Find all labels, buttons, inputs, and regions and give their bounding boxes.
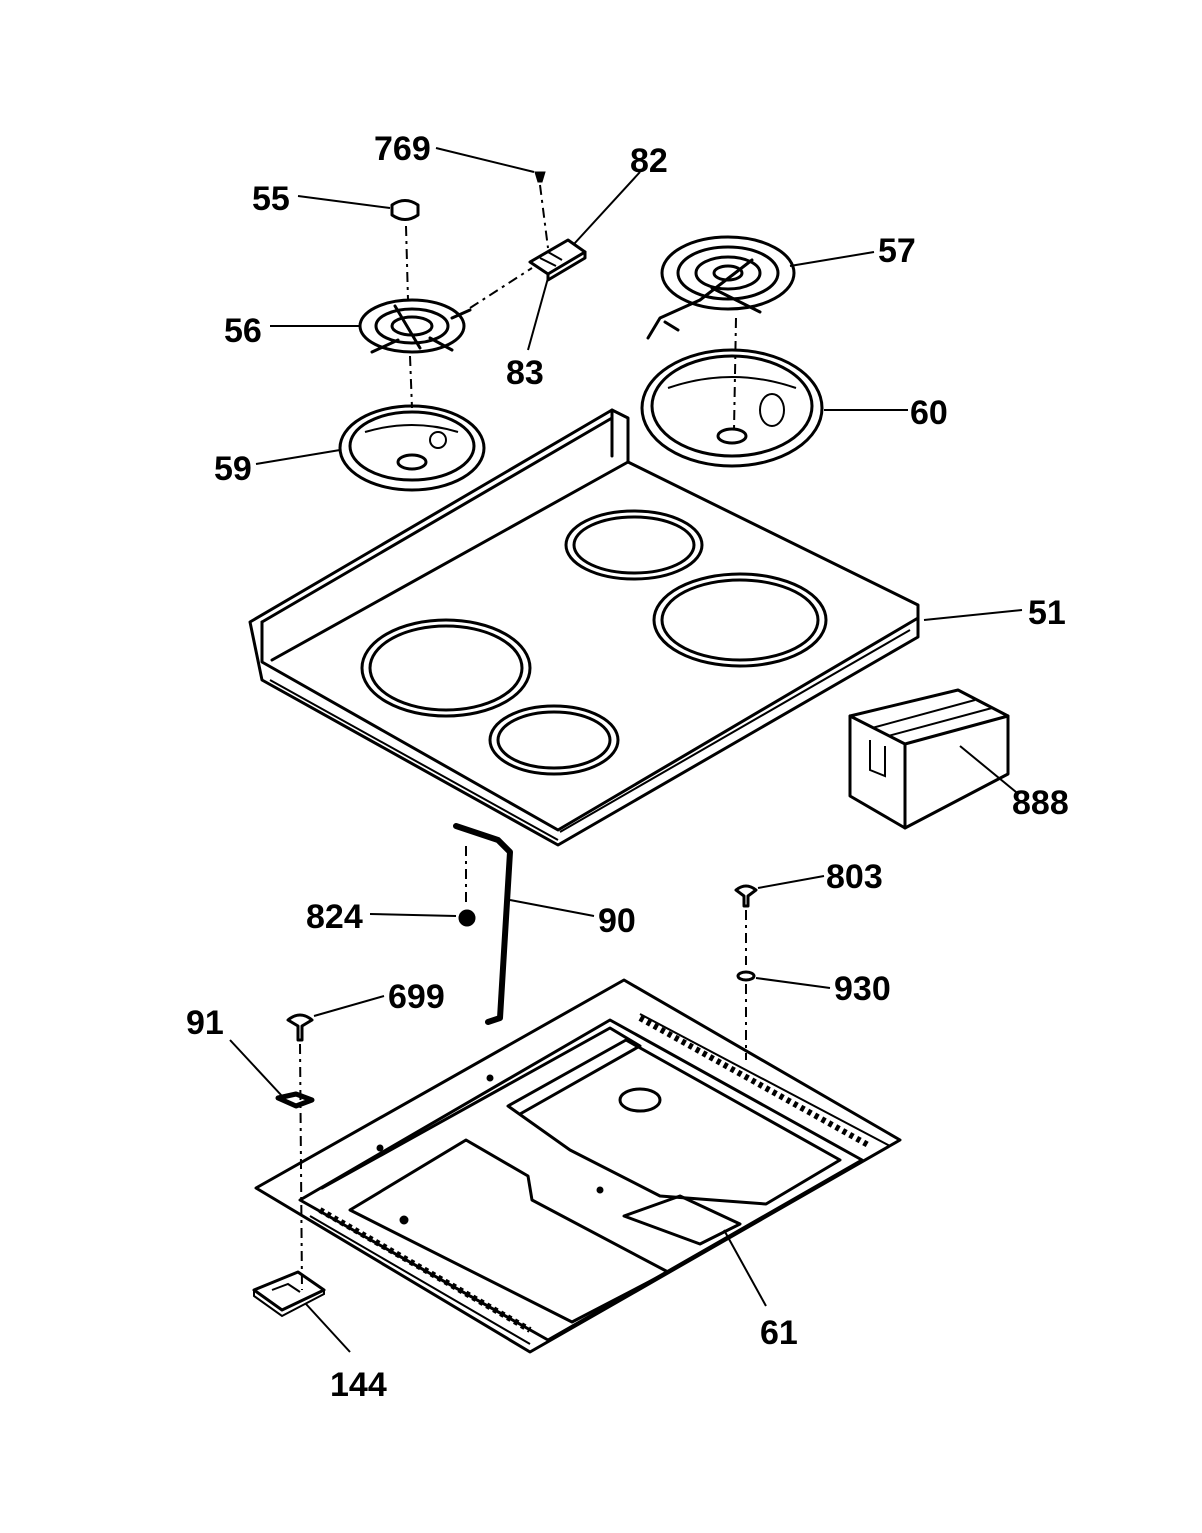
axis-56-82 xyxy=(469,267,533,309)
axis-56-59 xyxy=(409,355,413,409)
label-82: 82 xyxy=(630,142,668,180)
part-144-bracket xyxy=(252,1270,326,1318)
label-144: 144 xyxy=(330,1366,387,1404)
leader-90 xyxy=(509,899,595,917)
part-51-cooktop xyxy=(248,408,920,847)
leader-144 xyxy=(305,1303,351,1353)
label-61: 61 xyxy=(760,1314,798,1352)
label-699: 699 xyxy=(388,978,445,1016)
leader-59 xyxy=(255,449,341,465)
leader-803 xyxy=(757,875,825,889)
part-61-burner-box xyxy=(254,978,902,1354)
leader-888 xyxy=(959,745,1017,793)
leader-82 xyxy=(573,171,641,245)
label-55: 55 xyxy=(252,180,290,218)
label-83: 83 xyxy=(506,354,544,392)
leader-91 xyxy=(229,1039,283,1097)
part-91-clip xyxy=(275,1091,315,1109)
leader-55 xyxy=(297,195,391,209)
part-90-wire xyxy=(453,823,513,1025)
label-91: 91 xyxy=(186,1004,224,1042)
label-56: 56 xyxy=(224,312,262,350)
leader-57 xyxy=(789,251,875,267)
axis-55-56 xyxy=(405,225,409,301)
part-59-small-drip-pan xyxy=(338,404,486,492)
part-769-screw xyxy=(534,171,546,183)
leader-51 xyxy=(923,609,1023,621)
part-699-screw xyxy=(286,1013,314,1042)
leader-930 xyxy=(755,977,831,989)
label-90: 90 xyxy=(598,902,636,940)
label-888: 888 xyxy=(1012,784,1069,822)
part-56-small-surface-element xyxy=(358,298,472,354)
label-824: 824 xyxy=(306,898,363,936)
leader-83 xyxy=(527,277,549,351)
label-60: 60 xyxy=(910,394,948,432)
axis-57-60 xyxy=(733,317,737,431)
label-51: 51 xyxy=(1028,594,1066,632)
part-60-large-drip-pan xyxy=(640,348,824,468)
part-888-box xyxy=(848,688,1010,830)
part-824-screw xyxy=(458,909,476,927)
leader-699 xyxy=(313,995,385,1017)
leader-61 xyxy=(723,1229,767,1307)
part-803-screw xyxy=(734,884,758,908)
label-803: 803 xyxy=(826,858,883,896)
axis-769-82 xyxy=(539,184,549,249)
part-57-large-surface-element xyxy=(646,235,796,340)
label-59: 59 xyxy=(214,450,252,488)
leader-824 xyxy=(369,913,457,917)
leader-769 xyxy=(435,147,535,173)
label-930: 930 xyxy=(834,970,891,1008)
label-57: 57 xyxy=(878,232,916,270)
part-55-cap xyxy=(390,199,420,221)
axis-699 xyxy=(299,1043,303,1291)
label-769: 769 xyxy=(374,130,431,168)
part-82-terminal-block xyxy=(528,238,587,282)
part-930-washer xyxy=(736,970,756,982)
